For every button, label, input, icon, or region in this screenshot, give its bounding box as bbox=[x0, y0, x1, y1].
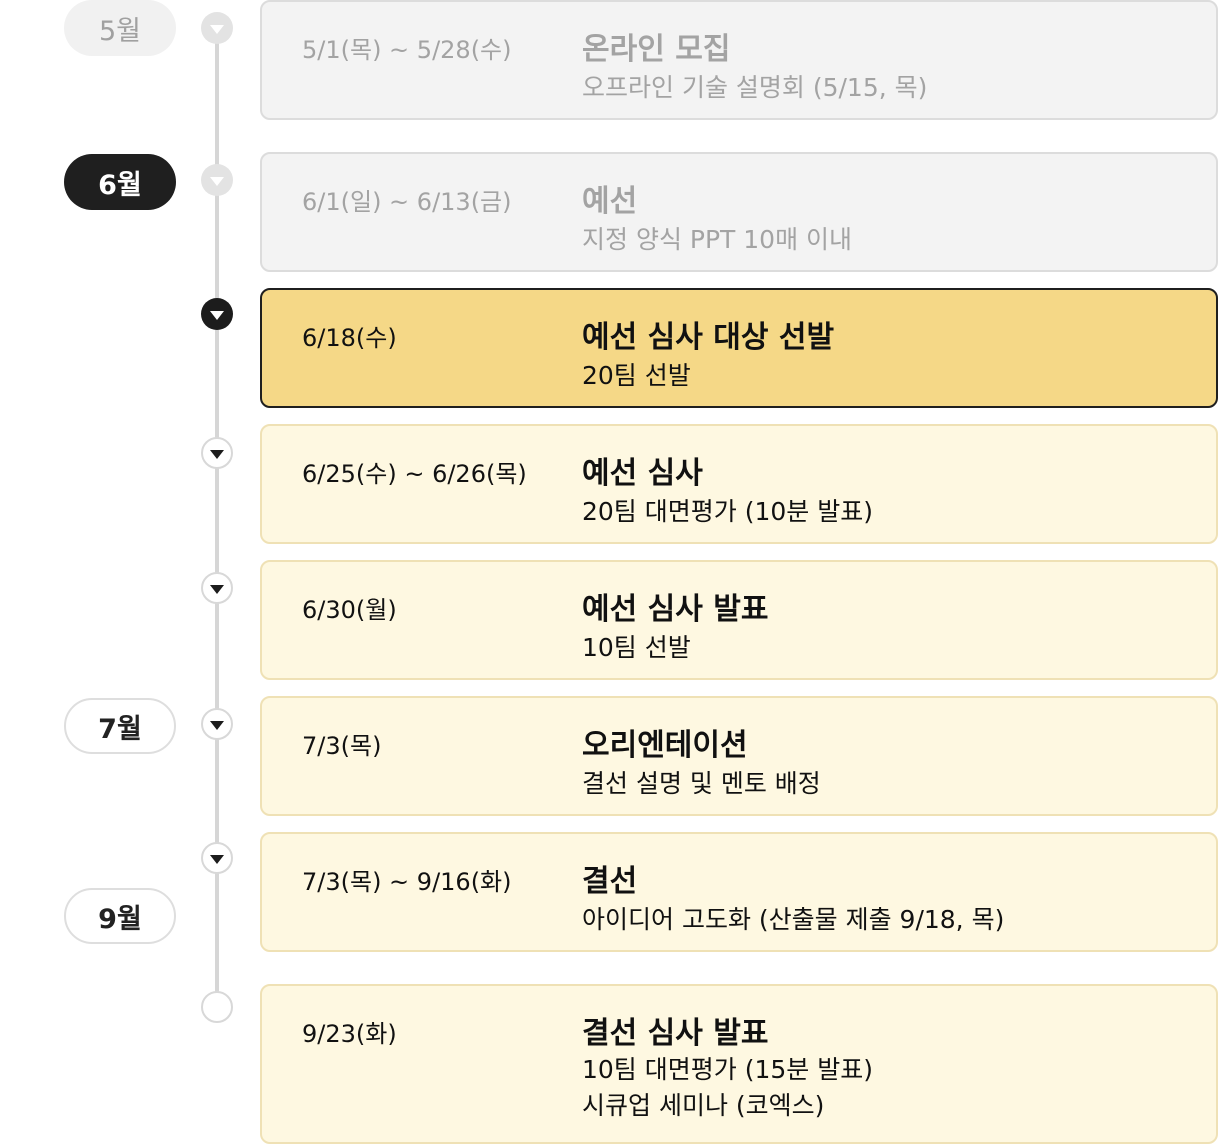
event-title: 온라인 모집 bbox=[582, 32, 731, 67]
event-desc: 20팀 선발 bbox=[582, 361, 691, 390]
event-title: 오리엔테이션 bbox=[582, 728, 748, 763]
chevron-down-icon[interactable] bbox=[201, 572, 233, 604]
month-label-may: 5월 bbox=[64, 0, 176, 56]
schedule-card-prelim-selection[interactable]: 6/18(수) 예선 심사 대상 선발 20팀 선발 bbox=[260, 288, 1218, 408]
event-desc: 20팀 대면평가 (10분 발표) bbox=[582, 497, 873, 526]
timeline-line bbox=[215, 28, 219, 1007]
chevron-down-icon[interactable] bbox=[201, 842, 233, 874]
event-date: 9/23(화) bbox=[302, 1020, 397, 1048]
event-date: 6/30(월) bbox=[302, 596, 397, 624]
schedule-card-final-announcement[interactable]: 9/23(화) 결선 심사 발표 10팀 대면평가 (15분 발표) 시큐업 세… bbox=[260, 984, 1218, 1144]
event-date: 5/1(목) ~ 5/28(수) bbox=[302, 36, 512, 64]
event-title: 결선 심사 발표 bbox=[582, 1016, 769, 1051]
circle-icon bbox=[201, 991, 233, 1023]
chevron-down-icon[interactable] bbox=[201, 12, 233, 44]
event-date: 6/18(수) bbox=[302, 324, 397, 352]
event-desc: 오프라인 기술 설명회 (5/15, 목) bbox=[582, 73, 928, 102]
chevron-down-icon[interactable] bbox=[201, 708, 233, 740]
event-title: 예선 심사 발표 bbox=[582, 592, 769, 627]
chevron-down-icon[interactable] bbox=[201, 437, 233, 469]
schedule-card-prelim[interactable]: 6/1(일) ~ 6/13(금) 예선 지정 양식 PPT 10매 이내 bbox=[260, 152, 1218, 272]
schedule-card-prelim-announcement[interactable]: 6/30(월) 예선 심사 발표 10팀 선발 bbox=[260, 560, 1218, 680]
event-date: 6/1(일) ~ 6/13(금) bbox=[302, 188, 512, 216]
month-label-june: 6월 bbox=[64, 154, 176, 210]
event-title: 예선 심사 대상 선발 bbox=[582, 320, 835, 355]
event-desc: 결선 설명 및 멘토 배정 bbox=[582, 769, 821, 798]
event-date: 7/3(목) bbox=[302, 732, 382, 760]
chevron-down-icon[interactable] bbox=[201, 298, 233, 330]
schedule-card-final[interactable]: 7/3(목) ~ 9/16(화) 결선 아이디어 고도화 (산출물 제출 9/1… bbox=[260, 832, 1218, 952]
schedule-card-prelim-review[interactable]: 6/25(수) ~ 6/26(목) 예선 심사 20팀 대면평가 (10분 발표… bbox=[260, 424, 1218, 544]
chevron-down-icon[interactable] bbox=[201, 164, 233, 196]
event-title: 예선 bbox=[582, 184, 638, 219]
event-date: 7/3(목) ~ 9/16(화) bbox=[302, 868, 512, 896]
event-date: 6/25(수) ~ 6/26(목) bbox=[302, 460, 527, 488]
schedule-card-orientation[interactable]: 7/3(목) 오리엔테이션 결선 설명 및 멘토 배정 bbox=[260, 696, 1218, 816]
event-title: 예선 심사 bbox=[582, 456, 703, 491]
event-desc: 지정 양식 PPT 10매 이내 bbox=[582, 225, 853, 254]
event-title: 결선 bbox=[582, 864, 638, 899]
event-desc: 10팀 대면평가 (15분 발표) bbox=[582, 1055, 873, 1084]
event-desc: 10팀 선발 bbox=[582, 633, 691, 662]
event-desc: 시큐업 세미나 (코엑스) bbox=[582, 1091, 825, 1120]
month-label-july: 7월 bbox=[64, 698, 176, 754]
event-desc: 아이디어 고도화 (산출물 제출 9/18, 목) bbox=[582, 905, 1005, 934]
schedule-card-online-recruit[interactable]: 5/1(목) ~ 5/28(수) 온라인 모집 오프라인 기술 설명회 (5/1… bbox=[260, 0, 1218, 120]
month-label-september: 9월 bbox=[64, 888, 176, 944]
